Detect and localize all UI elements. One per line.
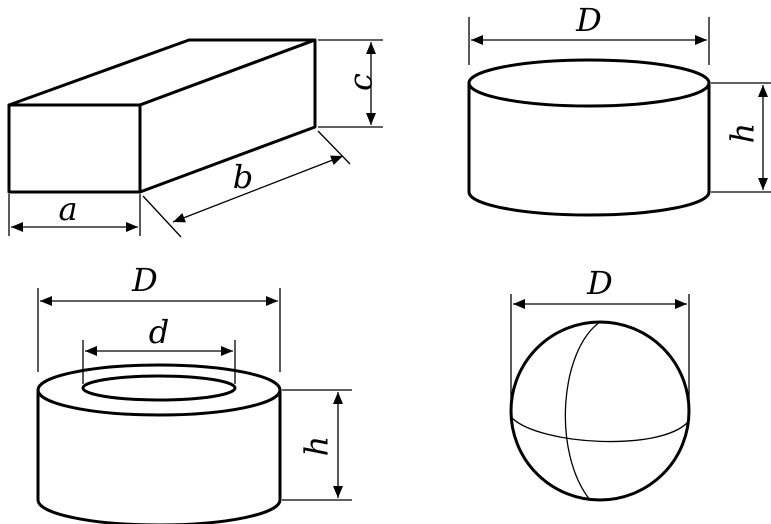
sphere: D [509,264,691,502]
sphere-meridian [564,321,601,501]
rectangular-box: a b c [7,38,383,238]
label-c: c [342,73,380,91]
label-d: d [149,313,169,351]
cylinder: D h [467,1,771,217]
label-h-cylinder: h [724,123,762,144]
ring-body [36,388,282,524]
label-b: b [233,158,253,196]
sphere-outline [509,320,691,502]
cylinder-top-face [467,58,711,108]
dim-b-extension-back [317,130,351,165]
dim-b-line [172,155,344,223]
box-front-face [7,103,142,194]
cylinder-body [467,81,711,217]
label-a: a [58,190,77,228]
label-h-ring: h [298,436,336,457]
label-D-ring: D [131,261,158,299]
ring-inner-hole [81,374,237,402]
label-D-sphere: D [586,264,613,302]
label-D-cylinder: D [575,1,602,39]
dim-b-extension-front [142,195,182,238]
sphere-equator [511,417,689,443]
ring: D d h [36,261,352,524]
